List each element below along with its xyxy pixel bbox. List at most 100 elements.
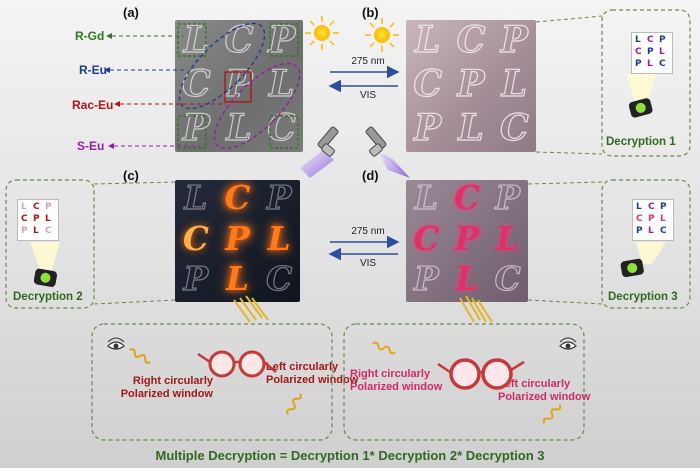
sun-icon <box>365 18 399 52</box>
left-glasses-lens-l: L <box>248 357 256 372</box>
right-glasses-lens-c: C <box>459 365 471 382</box>
sun-icon <box>305 16 339 50</box>
eye-icon <box>559 337 577 350</box>
card-letter: P <box>636 226 643 236</box>
card-letter: L <box>45 214 51 224</box>
luminescent-letter: L <box>267 218 291 258</box>
luminescent-letter: L <box>183 20 210 62</box>
right-group-left-window-label: Left circularly Polarized window <box>498 378 591 403</box>
luminescent-letter: P <box>225 62 253 105</box>
left-group-left-window-label: Left circularly Polarized window <box>266 361 359 386</box>
card-letter: P <box>33 214 40 224</box>
card-letter: P <box>21 226 28 236</box>
luminescent-letter: C <box>413 218 440 258</box>
luminescent-letter: P <box>413 259 439 299</box>
legend-rac-eu: Rac-Eu <box>72 98 114 112</box>
card-letter: C <box>45 226 52 236</box>
card-letter: L <box>21 202 27 212</box>
luminescent-letter: C <box>182 218 209 258</box>
card-letter: C <box>635 47 642 57</box>
luminescent-letter: P <box>457 62 485 105</box>
luminescent-letter: C <box>456 20 486 62</box>
decryption-1-label: Decryption 1 <box>606 136 676 148</box>
luminescent-letter: L <box>226 106 253 149</box>
card-letter: L <box>647 59 653 69</box>
luminescent-letter: L <box>268 62 295 105</box>
luminescent-letter: L <box>455 259 479 299</box>
panel-label-c: (c) <box>123 168 139 183</box>
projector-icon <box>33 268 58 287</box>
card-letter: P <box>660 202 667 212</box>
luminescent-letter: L <box>184 180 208 218</box>
card-letter: P <box>45 202 52 212</box>
panel-label-d: (d) <box>362 168 379 183</box>
left-group-right-window-label: Right circularly Polarized window <box>120 375 213 400</box>
decryption-2-label: Decryption 2 <box>13 291 83 303</box>
luminescent-letter: P <box>414 106 442 149</box>
luminescent-letter: P <box>225 218 250 258</box>
luminescent-letter: L <box>501 62 528 105</box>
right-group-right-window-label: Right circularly Polarized window <box>350 368 443 393</box>
right-glasses-lens-l: L <box>492 365 502 382</box>
luminescent-letter: L <box>414 180 438 218</box>
luminescent-letter: P <box>266 180 292 218</box>
luminescent-letter: C <box>499 106 529 149</box>
card-letter: C <box>659 59 666 69</box>
luminescent-letter: L <box>226 259 249 299</box>
panel-label-b: (b) <box>362 5 379 20</box>
decryption-3-label: Decryption 3 <box>608 291 678 303</box>
luminescent-letter: L <box>458 106 485 149</box>
luminescent-letter: P <box>182 106 210 149</box>
luminescent-letter: C <box>413 62 443 105</box>
card-letter: C <box>21 214 28 224</box>
luminescent-letter: P <box>454 218 480 258</box>
polarizing-glasses-icon <box>197 350 277 378</box>
card-letter: P <box>648 214 655 224</box>
card-letter: C <box>660 226 667 236</box>
eye-icon <box>107 337 125 350</box>
card-letter: P <box>647 47 654 57</box>
luminescent-letter: P <box>268 20 296 62</box>
legend-r-gd: R-Gd <box>75 29 105 43</box>
card-letter: C <box>33 202 40 212</box>
luminescent-letter: C <box>494 259 521 299</box>
luminescent-letter: P <box>500 20 528 62</box>
projector-icon <box>628 98 653 118</box>
card-letter: L <box>33 226 39 236</box>
arrow-top-back-label: VIS <box>359 90 377 101</box>
legend-s-eu: S-Eu <box>77 139 105 153</box>
luminescent-letter: C <box>224 180 251 217</box>
card-letter: L <box>635 35 641 45</box>
luminescent-letter: P <box>183 259 209 299</box>
card-letter: C <box>636 214 643 224</box>
legend-r-eu: R-Eu <box>79 63 107 77</box>
card-letter: P <box>635 59 642 69</box>
card-letter: L <box>659 47 665 57</box>
arrow-bottom-forward-label: 275 nm <box>351 226 385 237</box>
luminescent-letter: C <box>181 62 211 105</box>
luminescent-letter: C <box>453 180 480 217</box>
card-letter: L <box>636 202 642 212</box>
luminescent-letter: C <box>267 106 297 149</box>
left-glasses-lens-c: C <box>217 357 227 372</box>
panel-label-a: (a) <box>123 5 139 20</box>
arrow-top-forward-label: 275 nm <box>351 56 385 67</box>
card-letter: C <box>648 202 655 212</box>
card-letter: P <box>659 35 666 45</box>
luminescent-letter: C <box>224 20 254 62</box>
uv-flashlight-icon <box>300 126 339 178</box>
luminescent-letter: L <box>496 218 520 258</box>
luminescent-letter: C <box>266 259 293 299</box>
card-letter: L <box>660 214 666 224</box>
luminescent-letter: P <box>495 180 521 218</box>
arrow-bottom-back-label: VIS <box>359 258 377 269</box>
card-letter: C <box>647 35 654 45</box>
